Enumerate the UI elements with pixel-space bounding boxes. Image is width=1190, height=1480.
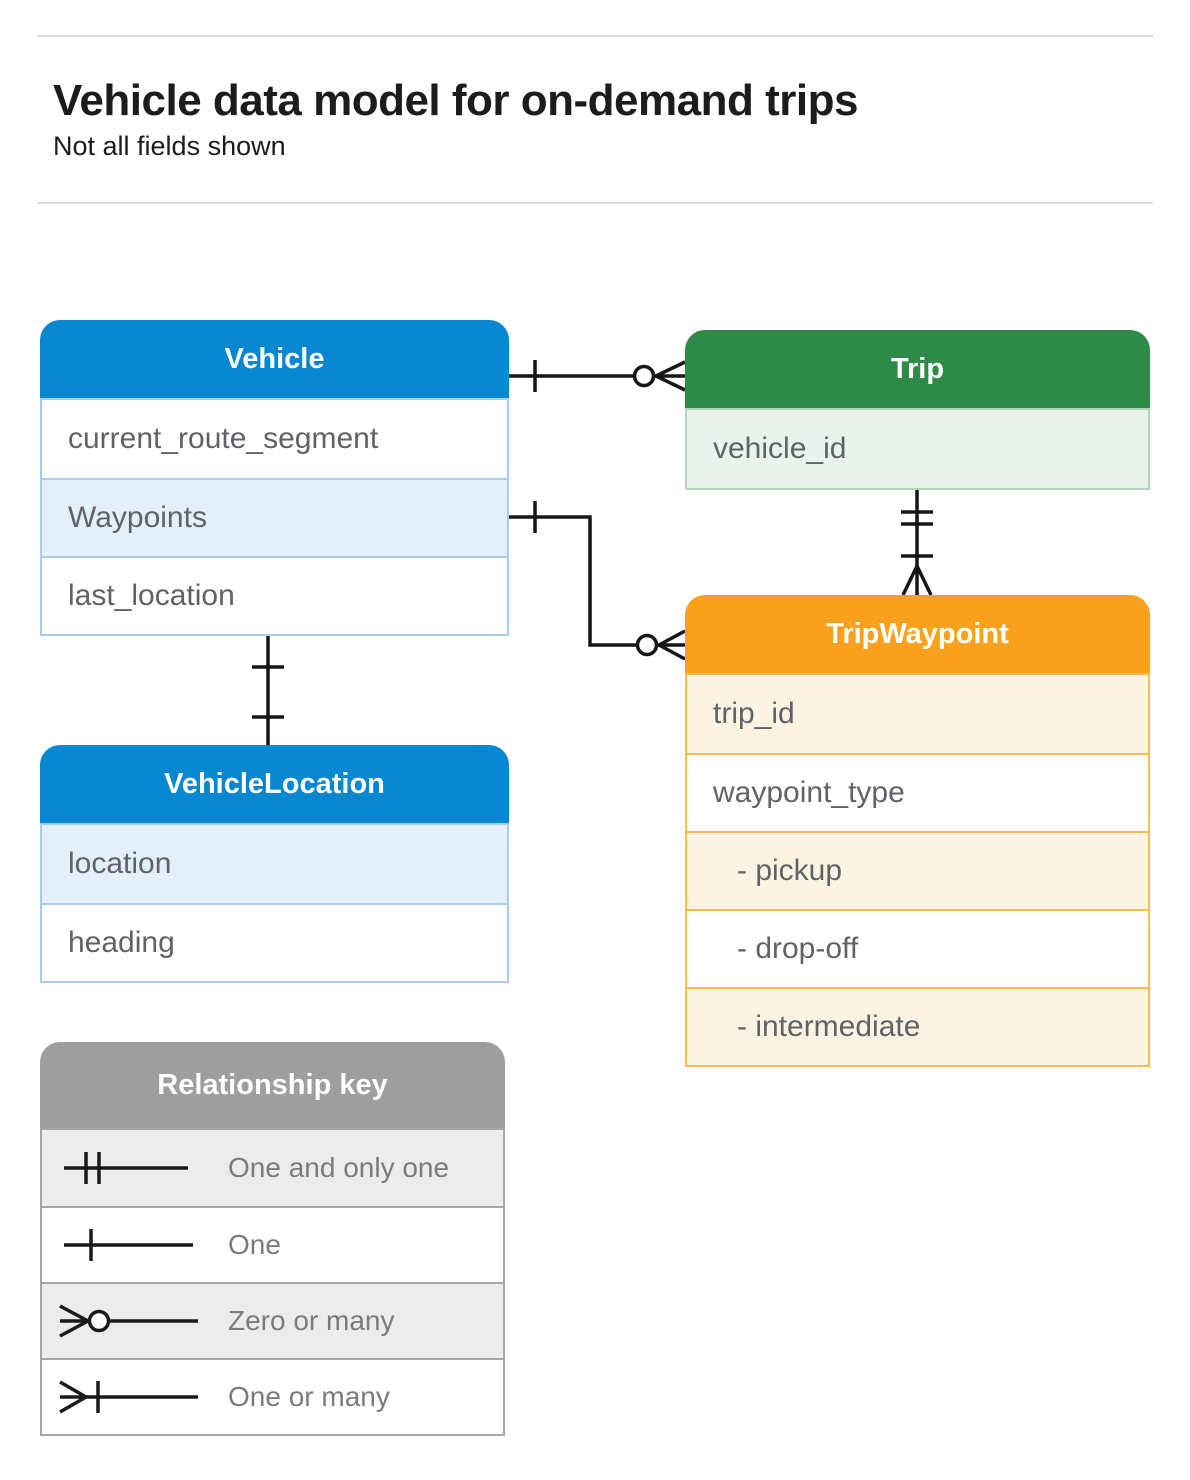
page-subtitle: Not all fields shown (53, 131, 286, 161)
field-label: waypoint_type (713, 776, 905, 809)
field-row: Waypoints (42, 478, 507, 556)
zero-circle-icon (632, 364, 656, 388)
header-divider (37, 202, 1153, 204)
one-tick-icon (252, 665, 284, 719)
entity-trip: Trip vehicle_id (685, 330, 1150, 490)
top-divider (37, 35, 1153, 37)
key-label: One and only one (228, 1152, 450, 1183)
one-and-only-one-icon (64, 1152, 188, 1184)
entity-vehicle: Vehicle current_route_segment Waypoints … (40, 320, 509, 636)
vehicle-trip-connector (509, 360, 686, 392)
field-row: waypoint_type (687, 753, 1148, 831)
field-label: - drop-off (737, 932, 859, 965)
key-row: One (42, 1206, 503, 1282)
waypoints-tripwaypoint-connector (509, 501, 686, 661)
zero-or-many-icon (59, 1304, 198, 1338)
entity-trip-title: Trip (685, 330, 1150, 408)
entity-vehicle-title: Vehicle (40, 320, 509, 398)
entity-vehicle-fields: current_route_segment Waypoints last_loc… (40, 398, 509, 636)
key-row: One or many (42, 1358, 503, 1434)
relationship-key-title: Relationship key (40, 1042, 505, 1128)
field-row: location (42, 825, 507, 903)
entity-vehiclelocation: VehicleLocation location heading (40, 745, 509, 983)
page-title: Vehicle data model for on-demand trips (53, 76, 858, 125)
key-label: Zero or many (228, 1305, 395, 1336)
relationship-key-items: One and only one One Zero or many (40, 1128, 505, 1436)
key-row: Zero or many (42, 1282, 503, 1358)
entity-tripwaypoint-fields: trip_id waypoint_type - pickup - drop-of… (685, 673, 1150, 1067)
field-label: current_route_segment (68, 422, 379, 455)
crow-foot-icon (655, 360, 686, 392)
entity-vehiclelocation-title: VehicleLocation (40, 745, 509, 823)
field-label: last_location (68, 579, 235, 612)
key-label: One or many (228, 1381, 390, 1412)
field-row: trip_id (687, 675, 1148, 753)
field-row: last_location (42, 556, 507, 634)
field-label: - pickup (737, 854, 843, 887)
trip-tripwaypoint-connector (901, 490, 933, 596)
key-row: One and only one (42, 1130, 503, 1206)
crow-foot-icon (901, 565, 933, 596)
key-label: One (228, 1229, 281, 1260)
zero-circle-icon (635, 633, 659, 657)
connector-line (509, 515, 685, 647)
field-label: trip_id (713, 697, 795, 730)
field-label: Waypoints (68, 501, 207, 534)
crow-foot-icon (658, 629, 686, 661)
one-or-many-icon (59, 1380, 198, 1414)
field-label: vehicle_id (713, 432, 847, 465)
field-row: current_route_segment (42, 400, 507, 478)
field-row: vehicle_id (687, 410, 1148, 488)
relationship-key: Relationship key One and only one One (40, 1042, 505, 1436)
entity-tripwaypoint: TripWaypoint trip_id waypoint_type - pic… (685, 595, 1150, 1067)
one-icon (64, 1229, 193, 1261)
entity-trip-fields: vehicle_id (685, 408, 1150, 490)
field-row: heading (42, 903, 507, 981)
field-row: - pickup (687, 831, 1148, 909)
entity-vehiclelocation-fields: location heading (40, 823, 509, 983)
field-label: - intermediate (737, 1010, 921, 1043)
field-label: location (68, 847, 172, 880)
one-and-only-one-ticks-icon (901, 510, 933, 526)
field-label: heading (68, 926, 175, 959)
field-row: - intermediate (687, 987, 1148, 1065)
vehicle-vehiclelocation-connector (252, 635, 284, 745)
field-row: - drop-off (687, 909, 1148, 987)
entity-tripwaypoint-title: TripWaypoint (685, 595, 1150, 673)
